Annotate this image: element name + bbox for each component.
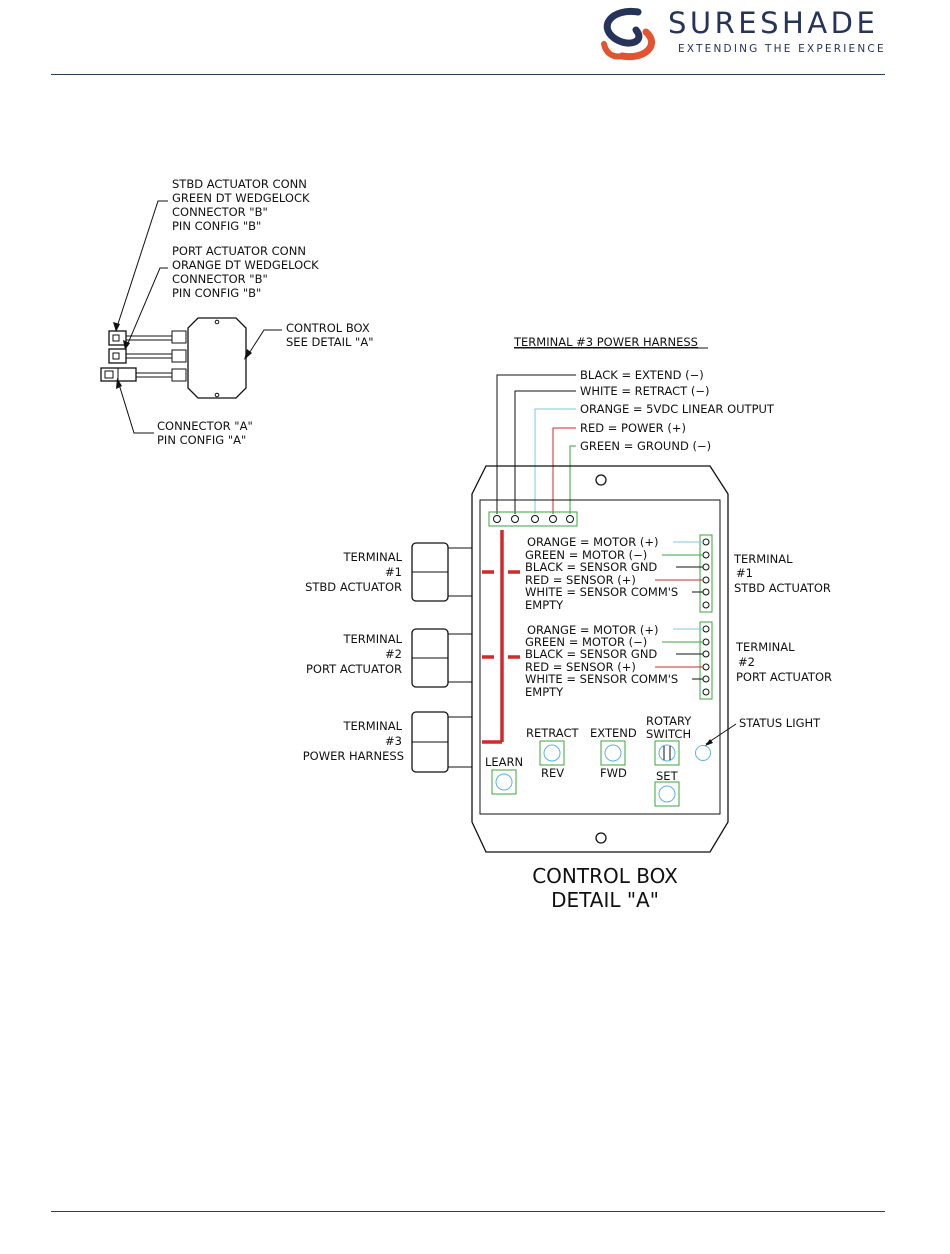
t3-side-line-2: #3 (385, 734, 402, 748)
control-box-ref-line-2: SEE DETAIL "A" (286, 335, 374, 349)
brand-tagline: EXTENDING THE EXPERIENCE (678, 43, 886, 55)
t3-side-line-1: TERMINAL (343, 719, 403, 733)
t2-right-line-1: TERMINAL (735, 640, 795, 654)
terminal-3-gland (411, 711, 472, 773)
retract-label: RETRACT (526, 726, 580, 740)
port-conn-line-4: PIN CONFIG "B" (172, 286, 261, 300)
header-rule (51, 74, 885, 75)
harness-wire-black: BLACK = EXTEND (−) (580, 368, 704, 382)
control-box-detail: ORANGE = MOTOR (+) GREEN = MOTOR (−) BLA… (411, 465, 821, 853)
t1-right-line-3: STBD ACTUATOR (734, 581, 831, 595)
rev-label: REV (541, 766, 564, 780)
t2-pin-orange: ORANGE = MOTOR (+) (527, 623, 658, 637)
t1-side-line-3: STBD ACTUATOR (305, 580, 402, 594)
sureshade-swirl-logo (601, 7, 655, 61)
terminal-1-right-label: TERMINAL #1 STBD ACTUATOR (733, 552, 831, 595)
fwd-label: FWD (600, 766, 627, 780)
terminal-1-pin-block: ORANGE = MOTOR (+) GREEN = MOTOR (−) BLA… (525, 534, 713, 613)
overview-drawing (100, 200, 282, 434)
t3-side-line-3: POWER HARNESS (303, 749, 404, 763)
port-conn-label: PORT ACTUATOR CONN ORANGE DT WEDGELOCK C… (172, 244, 319, 300)
connector-a-label: CONNECTOR "A" PIN CONFIG "A" (157, 419, 253, 447)
t2-pin-green: GREEN = MOTOR (−) (525, 635, 647, 649)
stbd-conn-line-1: STBD ACTUATOR CONN (172, 177, 307, 191)
harness-wire-white: WHITE = RETRACT (−) (580, 384, 709, 398)
extend-fwd-button: EXTEND FWD (590, 726, 637, 780)
t1-pin-red: RED = SENSOR (+) (525, 573, 636, 587)
harness-wire-green: GREEN = GROUND (−) (580, 439, 711, 453)
port-conn-line-2: ORANGE DT WEDGELOCK (172, 258, 319, 272)
port-conn-line-3: CONNECTOR "B" (172, 272, 268, 286)
t1-side-line-1: TERMINAL (343, 550, 403, 564)
rotary-label-2: SWITCH (646, 727, 691, 741)
t1-pin-orange: ORANGE = MOTOR (+) (527, 535, 658, 549)
terminal-2-pin-block: ORANGE = MOTOR (+) GREEN = MOTOR (−) BLA… (525, 621, 713, 700)
port-conn-line-1: PORT ACTUATOR CONN (172, 244, 306, 258)
terminal-1-side-label: TERMINAL #1 STBD ACTUATOR (305, 550, 402, 594)
rotary-label-1: ROTARY (646, 714, 692, 728)
stbd-conn-label: STBD ACTUATOR CONN GREEN DT WEDGELOCK CO… (172, 177, 310, 233)
caption-line-2: DETAIL "A" (551, 888, 659, 912)
learn-label: LEARN (485, 755, 523, 769)
set-label: SET (656, 769, 679, 783)
t2-side-line-3: PORT ACTUATOR (306, 662, 402, 676)
detail-caption: CONTROL BOX DETAIL "A" (532, 864, 678, 912)
stbd-conn-line-3: CONNECTOR "B" (172, 205, 268, 219)
t2-right-line-2: #2 (738, 655, 755, 669)
t1-pin-empty: EMPTY (525, 598, 564, 612)
terminal-2-side-label: TERMINAL #2 PORT ACTUATOR (306, 632, 403, 676)
t2-side-line-2: #2 (385, 647, 402, 661)
caption-line-1: CONTROL BOX (532, 864, 678, 888)
connector-a-line-2: PIN CONFIG "A" (157, 433, 246, 447)
connector-a-line-1: CONNECTOR "A" (157, 419, 253, 433)
retract-rev-button: RETRACT REV (526, 726, 580, 780)
t1-side-line-2: #1 (385, 565, 402, 579)
terminal-2-right-label: TERMINAL #2 PORT ACTUATOR (735, 640, 832, 684)
t2-pin-empty: EMPTY (525, 685, 564, 699)
power-harness-terminal-strip (488, 511, 578, 527)
control-box-ref-label: CONTROL BOX SEE DETAIL "A" (286, 321, 374, 349)
t2-side-line-1: TERMINAL (343, 632, 403, 646)
t1-pin-white: WHITE = SENSOR COMM'S (525, 585, 678, 599)
rotary-switch: ROTARY SWITCH (646, 714, 692, 766)
t2-pin-red: RED = SENSOR (+) (525, 660, 636, 674)
learn-button: LEARN (485, 755, 523, 795)
t1-right-line-2: #1 (736, 566, 753, 580)
status-light-label: STATUS LIGHT (739, 716, 821, 730)
t2-right-line-3: PORT ACTUATOR (736, 670, 832, 684)
footer-rule (51, 1211, 885, 1212)
terminal-1-gland (411, 542, 472, 602)
t2-pin-white: WHITE = SENSOR COMM'S (525, 672, 678, 686)
stbd-conn-line-2: GREEN DT WEDGELOCK (172, 191, 310, 205)
terminal-2-gland (411, 628, 472, 688)
t1-right-line-1: TERMINAL (733, 552, 793, 566)
harness-wire-orange: ORANGE = 5VDC LINEAR OUTPUT (580, 402, 775, 416)
power-harness-wires: BLACK = EXTEND (−) WHITE = RETRACT (−) O… (496, 368, 775, 514)
status-light: STATUS LIGHT (695, 716, 821, 761)
t1-pin-black: BLACK = SENSOR GND (525, 560, 657, 574)
control-box-ref-line-1: CONTROL BOX (286, 321, 370, 335)
mount-hole-bottom (595, 832, 607, 844)
terminal-3-side-label: TERMINAL #3 POWER HARNESS (303, 719, 404, 763)
power-harness-title: TERMINAL #3 POWER HARNESS (513, 335, 698, 349)
set-button: SET (654, 769, 680, 807)
harness-wire-red: RED = POWER (+) (580, 421, 686, 435)
red-power-bus (482, 530, 520, 744)
t2-pin-black: BLACK = SENSOR GND (525, 647, 657, 661)
brand-name: SURESHADE (668, 6, 879, 40)
t1-pin-green: GREEN = MOTOR (−) (525, 548, 647, 562)
stbd-conn-line-4: PIN CONFIG "B" (172, 219, 261, 233)
extend-label: EXTEND (590, 726, 637, 740)
mount-hole-top (595, 474, 607, 486)
